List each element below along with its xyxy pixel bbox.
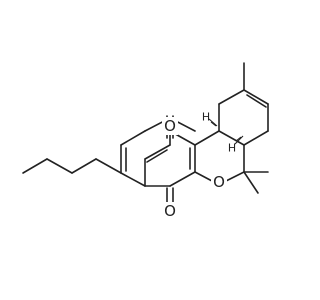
bond-chain-2 <box>71 158 97 174</box>
bond-c9-o <box>194 171 213 182</box>
bond-skeleton <box>22 62 269 211</box>
bond-c13-c10 <box>218 130 245 146</box>
bond-chain-3 <box>46 158 73 174</box>
label-h-upper: H <box>202 111 210 124</box>
bond-c16-c17 <box>243 89 269 105</box>
bond-c3-c4 <box>120 172 146 187</box>
bond-chain-4 <box>22 158 48 174</box>
hash-upper-1 <box>210 121 217 127</box>
bond-c1-c2-double <box>146 149 168 163</box>
hash-lower-1 <box>235 136 242 142</box>
bond-c8-c9 <box>169 171 196 187</box>
label-ketone-bottom: O <box>164 202 176 220</box>
bond-c18-c13 <box>243 130 269 146</box>
bond-c1-c2 <box>144 144 171 160</box>
hash-upper-2 <box>208 118 218 127</box>
label-ketone-top: O <box>164 117 176 135</box>
stereo-hashes <box>208 118 244 145</box>
bond-c15-c16 <box>218 89 245 105</box>
bond-c16-c17-double <box>246 94 267 108</box>
mask-ketone-bottom <box>162 202 178 220</box>
label-h-lower: H <box>228 142 236 155</box>
molecule-structure: O O O H H <box>22 62 269 220</box>
bond-c10-c14 <box>194 130 220 146</box>
bond-chain-1 <box>95 158 122 174</box>
atom-labels: O O O H H <box>162 111 236 220</box>
bond-methyl-a <box>243 171 259 194</box>
label-ring-oxygen: O <box>213 173 225 191</box>
bond-o-c12 <box>225 171 245 182</box>
bond-c5-c6 <box>120 130 146 146</box>
mask-ring-oxygen <box>211 174 227 190</box>
hash-lower-2 <box>234 135 244 145</box>
mask-ketone-top <box>162 117 178 135</box>
